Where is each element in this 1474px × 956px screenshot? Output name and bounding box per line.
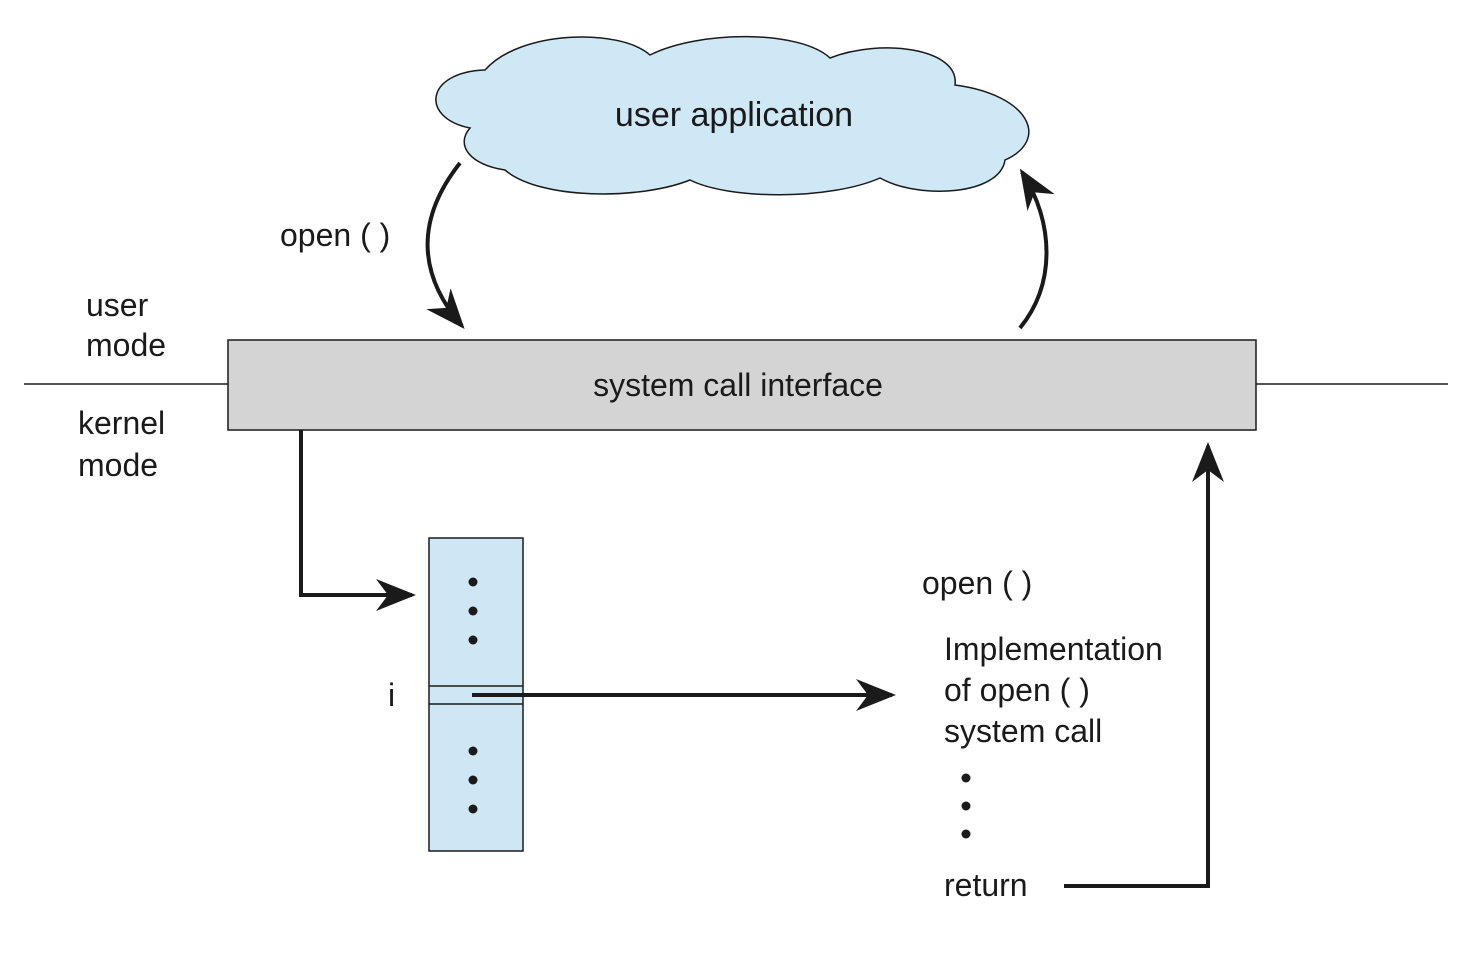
table-ellipsis-top — [468, 577, 478, 645]
table-ellipsis-bottom — [468, 746, 478, 814]
return-to-app-arrow — [1018, 168, 1055, 330]
implementation-description: Implementation of open ( ) system call — [944, 631, 1172, 749]
call-label: open ( ) — [280, 217, 390, 253]
user-mode-line-2: mode — [86, 327, 166, 363]
return-arrow — [1064, 442, 1224, 888]
call-arrow — [425, 161, 465, 330]
user-mode-label: user mode — [86, 287, 166, 363]
implementation-line-3: system call — [944, 713, 1102, 749]
cloud-label: user application — [615, 96, 853, 134]
implementation-ellipsis — [961, 773, 971, 839]
kernel-mode-label: kernel mode — [78, 405, 174, 483]
dispatch-arrow — [299, 430, 416, 611]
implementation-line-1: Implementation — [944, 631, 1163, 667]
system-call-interface-label: system call interface — [593, 367, 883, 403]
kernel-mode-line-1: kernel — [78, 405, 165, 441]
kernel-mode-line-2: mode — [78, 447, 158, 483]
system-call-interface-bar — [227, 339, 1257, 431]
table-index-label: i — [388, 677, 395, 713]
implementation-title: open ( ) — [922, 565, 1032, 601]
user-application-cloud — [435, 35, 1030, 196]
implementation-line-2: of open ( ) — [944, 672, 1090, 708]
user-mode-line-1: user — [86, 287, 149, 323]
return-label: return — [944, 867, 1028, 903]
